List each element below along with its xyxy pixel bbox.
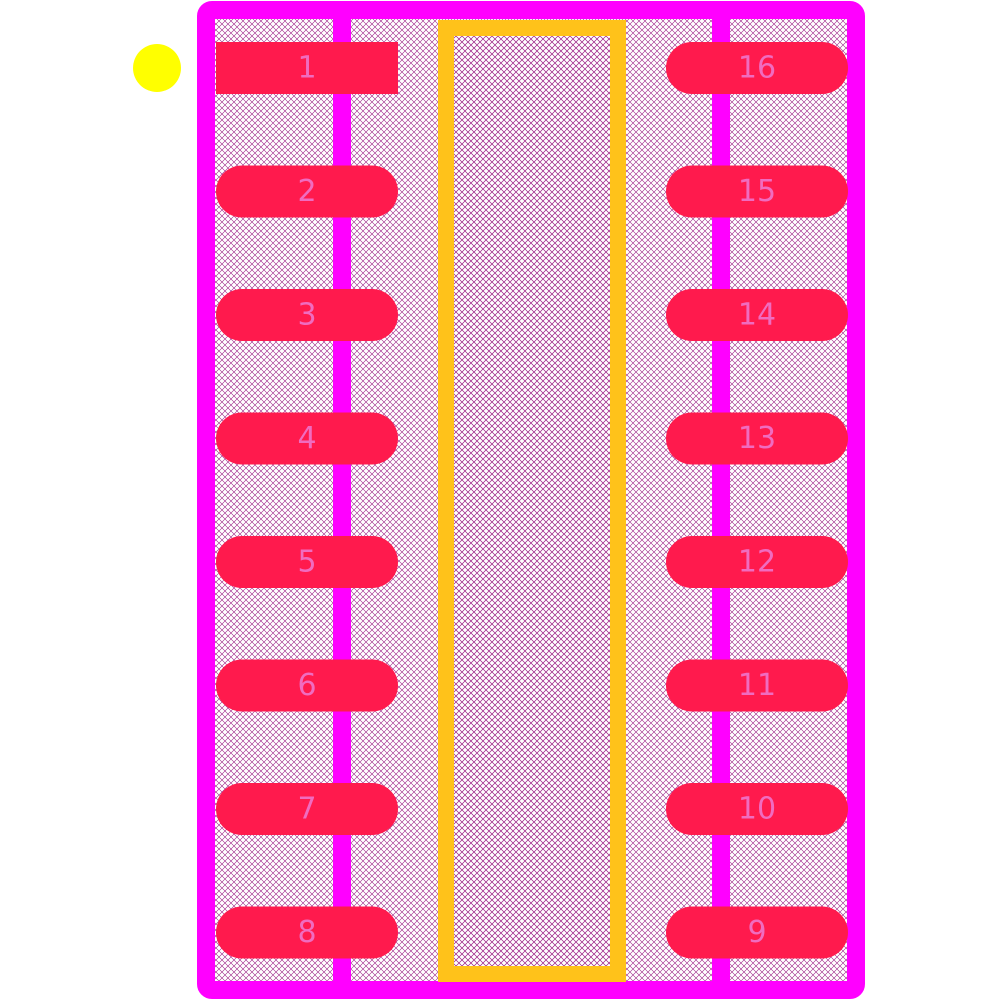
pad-9-label: 9 bbox=[747, 915, 766, 950]
pad-14-label: 14 bbox=[738, 298, 776, 333]
pad-10-label: 10 bbox=[738, 792, 776, 827]
pad-1: 1 bbox=[216, 42, 398, 94]
silkscreen-line-right bbox=[712, 18, 730, 982]
pad-5: 5 bbox=[216, 536, 398, 588]
pad-13-copper bbox=[666, 412, 848, 465]
package-body-outline bbox=[438, 20, 626, 982]
pad-11-copper bbox=[666, 659, 848, 712]
pad-6-label: 6 bbox=[297, 668, 316, 703]
pad-5-copper bbox=[216, 536, 398, 588]
pad-4-copper bbox=[216, 412, 398, 465]
pad-7-copper bbox=[216, 783, 398, 835]
pad-4-label: 4 bbox=[297, 421, 316, 456]
pad-6: 6 bbox=[216, 659, 398, 712]
pad-8-copper bbox=[216, 906, 398, 959]
pad-3-copper bbox=[216, 289, 398, 341]
pad-9: 9 bbox=[666, 906, 848, 959]
pad-5-label: 5 bbox=[297, 545, 316, 580]
pad-15-label: 15 bbox=[738, 174, 776, 209]
pad-8: 8 bbox=[216, 906, 398, 959]
pad-16-label: 16 bbox=[738, 51, 776, 86]
courtyard-outline bbox=[197, 1, 865, 999]
pad-12-label: 12 bbox=[738, 545, 776, 580]
pad-1-copper bbox=[216, 42, 398, 94]
pad-11: 11 bbox=[666, 659, 848, 712]
package-body-fill bbox=[438, 20, 626, 980]
pad-1-label: 1 bbox=[297, 51, 316, 86]
silkscreen-line-left bbox=[333, 18, 351, 982]
pad-16: 16 bbox=[666, 42, 848, 94]
pad-12: 12 bbox=[666, 536, 848, 588]
pad-10-copper bbox=[666, 783, 848, 835]
pad-2: 2 bbox=[216, 165, 398, 218]
pad-13-label: 13 bbox=[738, 421, 776, 456]
pad-10: 10 bbox=[666, 783, 848, 835]
pin-1-dot-icon bbox=[133, 44, 181, 92]
pad-11-label: 11 bbox=[738, 668, 776, 703]
pad-15-copper bbox=[666, 165, 848, 218]
pad-4: 4 bbox=[216, 412, 398, 465]
pad-2-copper bbox=[216, 165, 398, 218]
pad-14: 14 bbox=[666, 289, 848, 341]
pad-8-label: 8 bbox=[297, 915, 316, 950]
pad-12-copper bbox=[666, 536, 848, 588]
pad-13: 13 bbox=[666, 412, 848, 465]
pad-7-label: 7 bbox=[297, 792, 316, 827]
pad-14-copper bbox=[666, 289, 848, 341]
pad-3: 3 bbox=[216, 289, 398, 341]
pad-2-label: 2 bbox=[297, 174, 316, 209]
pad-6-copper bbox=[216, 659, 398, 712]
pad-7: 7 bbox=[216, 783, 398, 835]
pad-3-label: 3 bbox=[297, 298, 316, 333]
pad-9-copper bbox=[666, 906, 848, 959]
pad-15: 15 bbox=[666, 165, 848, 218]
pad-16-copper bbox=[666, 42, 848, 94]
